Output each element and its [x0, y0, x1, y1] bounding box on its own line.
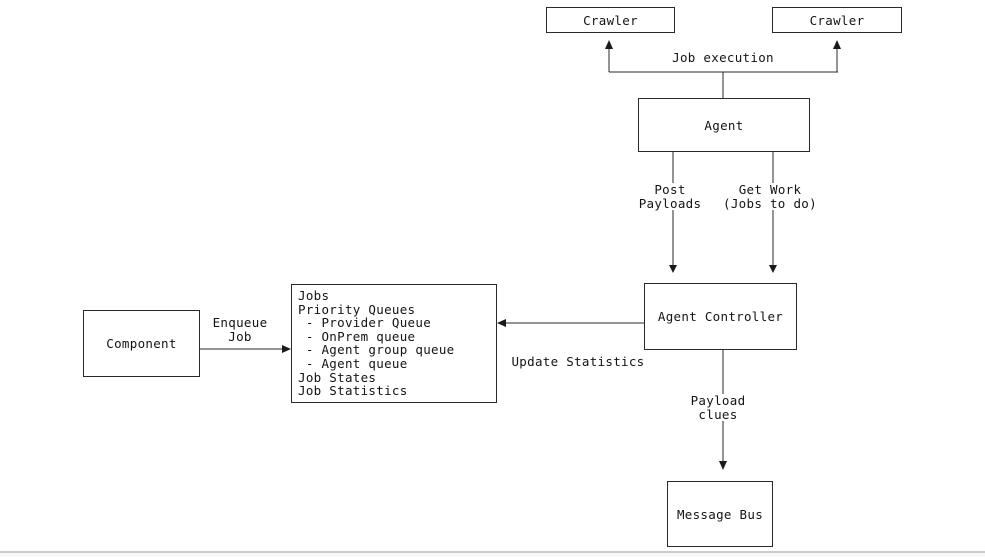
edge-label-payload-clues-line2: clues — [698, 406, 738, 422]
edge-post-payloads — [669, 152, 677, 273]
edge-label-job-execution: Job execution — [643, 51, 803, 65]
edge-label-enqueue-job-line2: Job — [228, 328, 252, 344]
node-component-label: Component — [106, 336, 177, 351]
jobs-line-job-states: Job States — [298, 369, 377, 385]
jobs-line-priority-queues: Priority Queues — [298, 301, 416, 317]
arrowhead-left-update-statistics — [497, 319, 506, 327]
edge-label-enqueue-job: Enqueue Job — [200, 316, 280, 343]
edge-enqueue-job — [200, 345, 291, 353]
node-agent: Agent — [638, 98, 810, 152]
bottom-divider — [0, 551, 985, 553]
jobs-line-provider-queue: - Provider Queue — [298, 315, 432, 331]
node-jobs: Jobs Priority Queues - Provider Queue - … — [291, 284, 497, 403]
edge-label-enqueue-job-line1: Enqueue — [212, 315, 268, 330]
jobs-line-title: Jobs — [298, 288, 330, 303]
node-message-bus-label: Message Bus — [676, 506, 764, 522]
edge-get-work — [769, 152, 777, 273]
node-crawler-left: Crawler — [546, 7, 675, 33]
node-component: Component — [83, 310, 200, 377]
edge-job-execution — [605, 40, 841, 98]
arrowhead-down-post-payloads — [669, 265, 677, 273]
arrowhead-down-get-work — [769, 265, 777, 273]
bottom-margin — [0, 553, 985, 557]
edge-update-statistics — [497, 319, 644, 327]
edge-label-get-work: Get Work (Jobs to do) — [705, 183, 835, 210]
edge-label-post-payloads-line2: Payloads — [638, 195, 702, 211]
arrowhead-down-payload-clues — [719, 461, 727, 470]
edge-label-post-payloads-line1: Post — [654, 182, 686, 197]
edge-label-payload-clues-line1: Payload — [690, 393, 746, 408]
node-crawler-right: Crawler — [772, 7, 902, 33]
node-crawler-right-label: Crawler — [809, 12, 865, 28]
edge-label-update-statistics: Update Statistics — [500, 355, 656, 369]
edge-label-payload-clues: Payload clues — [668, 394, 768, 421]
jobs-line-onprem-queue: - OnPrem queue — [298, 328, 416, 344]
node-agent-controller-label: Agent Controller — [657, 309, 784, 324]
arrowhead-right-enqueue-job — [282, 345, 291, 353]
jobs-line-agent-group-queue: - Agent group queue — [298, 342, 455, 358]
node-agent-label: Agent — [704, 117, 744, 133]
node-crawler-left-label: Crawler — [583, 12, 638, 28]
jobs-line-agent-queue: - Agent queue — [298, 355, 408, 371]
edge-label-get-work-line2: (Jobs to do) — [723, 195, 817, 211]
arrowhead-up-left-crawler — [605, 40, 613, 49]
node-agent-controller: Agent Controller — [644, 283, 797, 350]
jobs-line-job-statistics: Job Statistics — [298, 383, 408, 399]
node-message-bus: Message Bus — [667, 481, 773, 547]
arrowhead-up-right-crawler — [833, 40, 841, 49]
edge-label-get-work-line1: Get Work — [738, 182, 802, 197]
edge-label-post-payloads: Post Payloads — [620, 183, 720, 210]
